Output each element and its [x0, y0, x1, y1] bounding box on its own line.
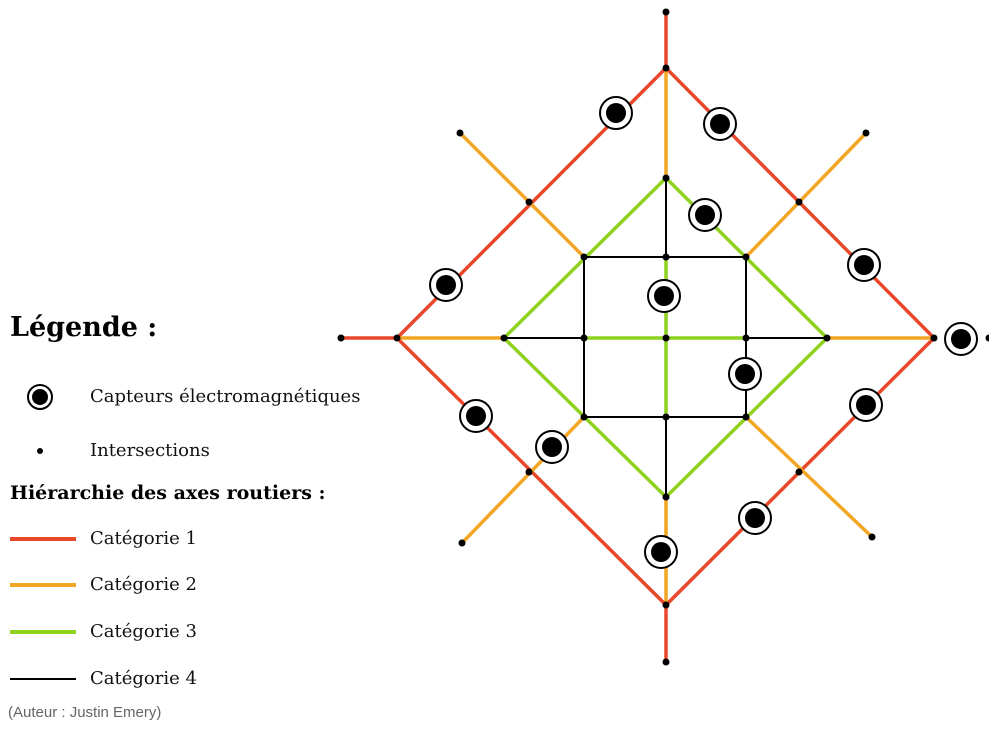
legend-sensor-icon: [27, 384, 53, 410]
intersection-dot: [662, 601, 670, 609]
legend-title: Légende :: [10, 312, 158, 343]
road-category-2: [460, 415, 586, 545]
sensor-marker: [738, 501, 772, 535]
legend-category-3-label: Catégorie 3: [90, 621, 197, 642]
legend-category-1-label: Catégorie 1: [90, 528, 197, 549]
sensor-marker: [459, 399, 493, 433]
sensor-marker: [944, 322, 978, 356]
intersection-dot: [337, 334, 345, 342]
legend-intersections-label: Intersections: [90, 440, 210, 461]
intersection-dot: [458, 539, 466, 547]
sensor-marker: [688, 198, 722, 232]
road-category-2: [744, 131, 868, 259]
sensor-marker: [429, 268, 463, 302]
intersection-dot: [823, 334, 831, 342]
intersection-dot: [985, 334, 989, 342]
intersection-dot: [662, 64, 670, 72]
intersection-dot: [742, 253, 750, 261]
intersection-dot: [456, 129, 464, 137]
legend-hierarchy-title: Hiérarchie des axes routiers :: [10, 482, 326, 504]
intersection-dot: [500, 334, 508, 342]
intersection-dot: [662, 413, 670, 421]
intersection-dot: [580, 413, 588, 421]
intersection-dot: [393, 334, 401, 342]
road-category-2: [458, 131, 586, 259]
sensor-marker: [703, 107, 737, 141]
sensor-marker: [849, 388, 883, 422]
sensor-marker: [847, 248, 881, 282]
intersection-dot: [930, 334, 938, 342]
legend-sensors-label: Capteurs électromagnétiques: [90, 386, 361, 407]
intersection-dot: [580, 253, 588, 261]
legend-category-2-label: Catégorie 2: [90, 574, 197, 595]
intersection-dot: [795, 198, 803, 206]
road-category-2: [744, 415, 874, 539]
legend-category-4-label: Catégorie 4: [90, 668, 197, 689]
intersection-dot: [868, 533, 876, 541]
intersection-dot: [525, 198, 533, 206]
intersection-dot: [580, 334, 588, 342]
sensor-marker: [728, 357, 762, 391]
intersection-dot: [662, 658, 670, 666]
road-network: [339, 10, 936, 664]
intersection-dot: [742, 334, 750, 342]
intersection-dot: [862, 129, 870, 137]
intersection-dot: [525, 468, 533, 476]
sensor-markers: [429, 96, 978, 569]
intersection-dot: [662, 174, 670, 182]
author-caption: (Auteur : Justin Emery): [8, 704, 162, 721]
intersection-dot: [662, 253, 670, 261]
intersection-dot: [742, 413, 750, 421]
sensor-marker: [644, 535, 678, 569]
sensor-marker: [647, 279, 681, 313]
intersection-dot: [662, 334, 670, 342]
intersection-dot: [662, 8, 670, 16]
intersection-points: [337, 8, 989, 666]
intersection-dot: [662, 493, 670, 501]
intersection-dot: [795, 468, 803, 476]
sensor-marker: [535, 430, 569, 464]
legend-intersection-icon: [37, 448, 43, 454]
sensor-marker: [599, 96, 633, 130]
